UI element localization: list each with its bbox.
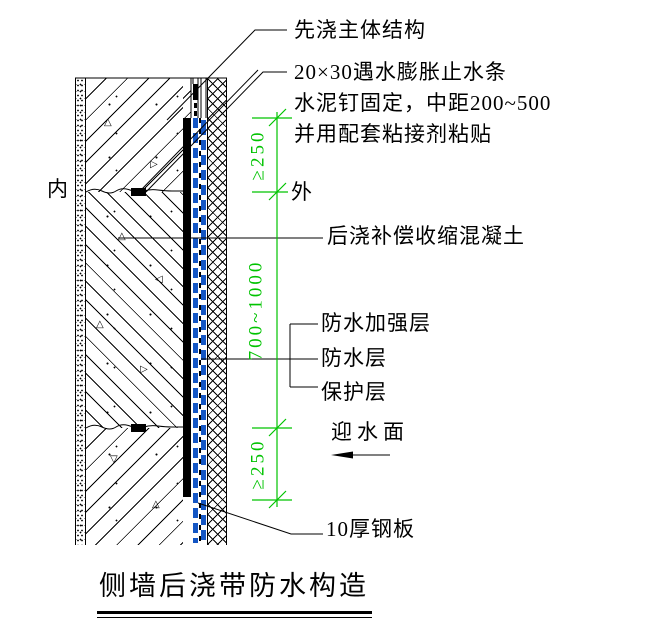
water-direction-arrow	[331, 451, 353, 459]
protection-layer-strip	[207, 78, 227, 545]
first-pour-concrete-top	[86, 78, 183, 192]
callout-protection-layer: 保护层	[321, 380, 387, 404]
first-pour-concrete-bottom	[86, 428, 183, 545]
aggregate-triangle: ▷	[150, 159, 158, 170]
membrane-dash-line	[198, 118, 201, 543]
aggregate-triangle: ▷	[140, 364, 148, 375]
interior-finish-strip	[75, 78, 86, 545]
drawing-title: 侧墙后浇带防水构造	[99, 571, 369, 601]
aggregate-triangle: ◁	[155, 274, 163, 285]
post-pour-band-region	[86, 192, 183, 428]
aggregate-triangle: △	[104, 117, 112, 128]
waterstop-block-upper-joint	[131, 188, 146, 196]
callout-waterproof-layer: 防水层	[321, 346, 387, 370]
callout-first-pour-structure: 先浇主体结构	[294, 18, 426, 42]
first-pour-concrete-top-patch	[183, 78, 191, 118]
title-underline-thin	[97, 617, 372, 618]
waterproof-reinforcement-bar	[193, 118, 198, 543]
callout-post-pour-concrete: 后浇补偿收缩混凝土	[327, 224, 525, 248]
dimension-top-offset: ≥250	[247, 129, 269, 181]
waterstop-block-top-assembly	[193, 84, 198, 100]
callout-waterstop-fixing: 水泥钉固定，中距200~500	[294, 91, 552, 115]
title-underline-thick	[97, 611, 372, 614]
steel-plate-bar	[183, 118, 191, 497]
callout-waterstop-strip: 20×30遇水膨胀止水条	[294, 60, 507, 84]
aggregate-triangle: △	[96, 319, 104, 330]
aggregate-triangle: △	[118, 231, 126, 242]
dimension-band-width: 700~1000	[245, 259, 267, 361]
inner-side-label: 内	[47, 177, 69, 201]
waterstop-block-lower-joint	[131, 424, 146, 432]
callout-steel-plate: 10厚钢板	[326, 517, 415, 541]
callout-waterstop-adhesive: 并用配套粘接剂粘贴	[294, 122, 492, 146]
callout-waterproof-reinforcement-layer: 防水加强层	[321, 311, 431, 335]
waterproof-layer-bar	[201, 118, 206, 543]
aggregate-triangle: ▽	[110, 454, 118, 465]
callout-water-facing-side: 迎水面	[331, 420, 409, 444]
dimension-bottom-offset: ≥250	[247, 438, 269, 490]
aggregate-triangle: △	[152, 499, 160, 510]
outer-side-label: 外	[291, 180, 313, 204]
